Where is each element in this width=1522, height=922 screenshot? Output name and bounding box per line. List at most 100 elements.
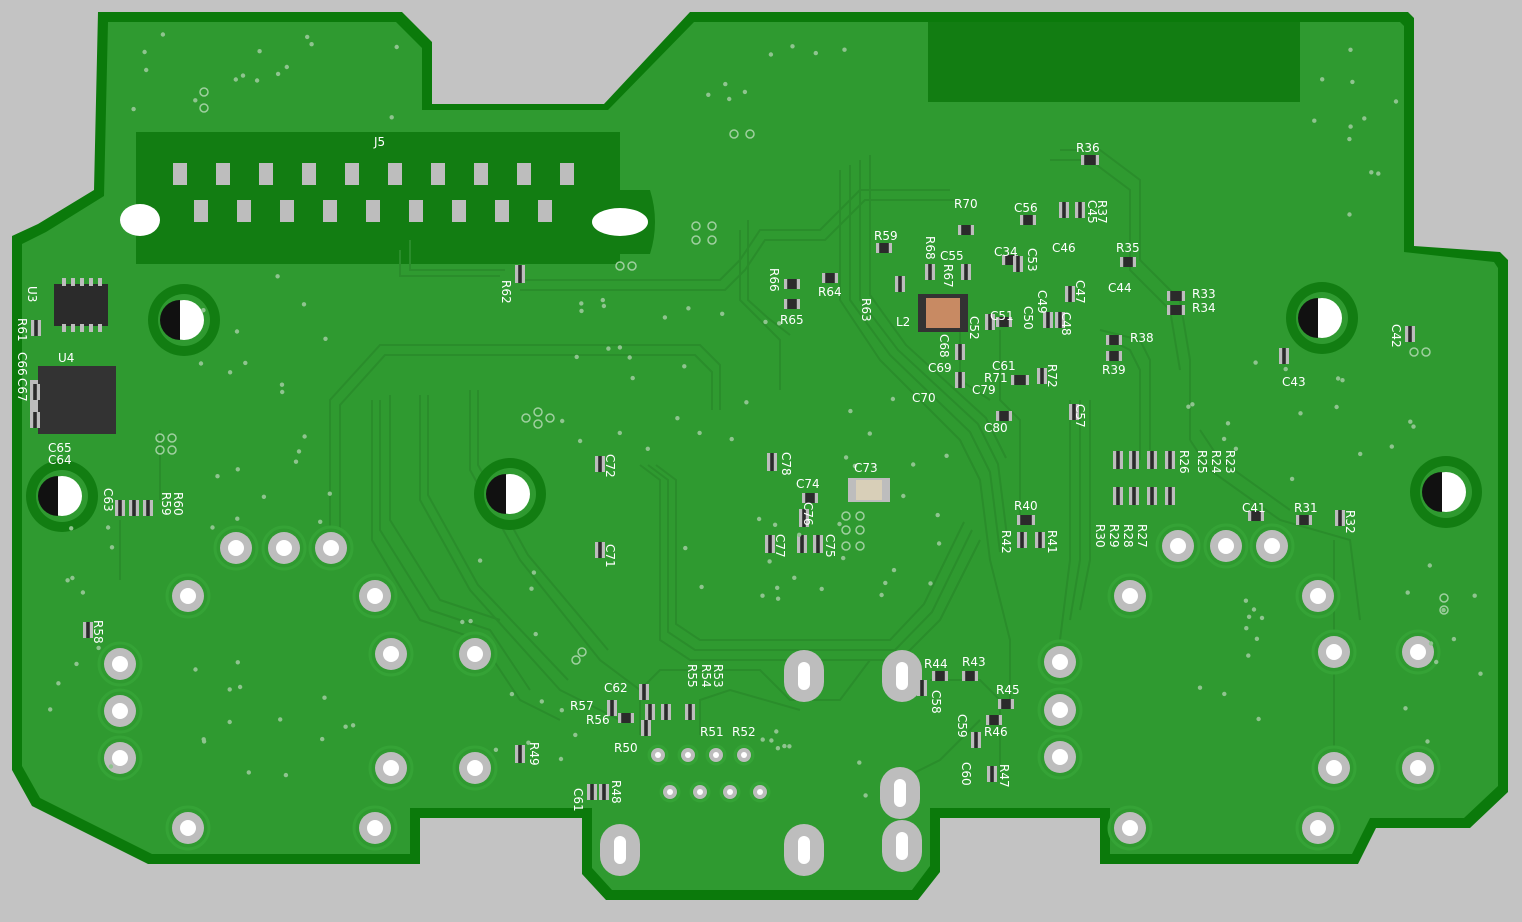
trace-18	[1060, 149, 1191, 440]
smd-16-pad-a	[1020, 215, 1024, 225]
silk-label-R72: R72	[1045, 364, 1059, 388]
via-155	[1251, 607, 1257, 612]
smd-46-pad-b	[1153, 487, 1157, 505]
via-12	[144, 67, 149, 73]
smd-77-pad-b	[593, 784, 597, 800]
smd-21-pad-a	[1081, 155, 1085, 165]
smd-49-body	[1296, 515, 1312, 525]
smd-37-pad-b	[1118, 351, 1122, 361]
smd-14-pad-b	[967, 264, 971, 280]
via-124	[96, 645, 101, 651]
smd-20-pad-a	[1075, 202, 1079, 218]
smd-44-body	[1113, 487, 1123, 505]
via-70	[675, 416, 680, 421]
via-145	[848, 408, 853, 414]
smd-31-body	[955, 372, 965, 388]
silk-label-R42: R42	[999, 530, 1013, 554]
via-29	[1369, 170, 1374, 175]
via-11	[389, 115, 394, 120]
smd-55-pad-a	[595, 542, 599, 558]
pad-hole-3	[180, 588, 196, 604]
j5-pin-bottom-3	[323, 200, 337, 222]
via-184	[774, 729, 779, 734]
silk-label-C59: C59	[955, 714, 969, 738]
smd-51-pad-a	[1017, 515, 1021, 525]
via-138	[350, 723, 356, 728]
silk-label-R67: R67	[941, 264, 955, 288]
copper-pour	[928, 22, 1300, 102]
via-0	[254, 78, 260, 83]
silk-label-R52: R52	[732, 725, 756, 739]
trace-7	[469, 390, 641, 691]
silk-label-R54: R54	[699, 664, 713, 688]
smd-26-body	[1043, 312, 1053, 328]
u3-pin-b4	[98, 324, 102, 332]
silk-label-R61: R61	[15, 318, 29, 342]
smd-36-body	[1106, 335, 1122, 345]
pad-hole-12	[180, 820, 196, 836]
smd-71-pad-a	[661, 704, 665, 720]
silk-label-C70: C70	[912, 391, 936, 405]
smd-47-pad-a	[1165, 487, 1169, 505]
via-97	[1289, 476, 1295, 482]
smd-56-pad-b	[773, 453, 777, 471]
via-146	[883, 580, 888, 586]
pad-layer	[97, 163, 1441, 876]
j5-pin-bottom-2	[280, 200, 294, 222]
via-152	[843, 455, 849, 460]
via-156	[1244, 626, 1249, 631]
via-56	[601, 303, 607, 309]
smd-56-pad-a	[767, 453, 771, 471]
pad-hole-6	[467, 646, 483, 662]
smd-23-pad-a	[1167, 291, 1171, 301]
smd-48-body	[1248, 511, 1264, 521]
smd-29-pad-b	[991, 314, 995, 330]
smd-67-body	[971, 732, 981, 748]
via-121	[105, 525, 111, 530]
silk-label-C61a: C61	[992, 359, 1016, 373]
smd-36-pad-a	[1106, 335, 1110, 345]
silk-label-C63: C63	[101, 488, 115, 512]
smd-61-pad-b	[819, 535, 823, 553]
via-165	[468, 618, 473, 624]
silk-label-C68: C68	[937, 334, 951, 358]
smd-76-pad-b	[521, 745, 525, 763]
pad-hole-25	[1410, 760, 1426, 776]
via-159	[1254, 636, 1260, 641]
smd-69-pad-b	[645, 684, 649, 700]
smd-3-pad-b	[135, 500, 139, 516]
via-143	[901, 493, 906, 499]
via-36	[235, 467, 240, 472]
via-142	[936, 541, 942, 546]
silk-label-C77: C77	[773, 534, 787, 558]
smd-10-pad-a	[822, 273, 826, 283]
via-8	[309, 42, 314, 47]
smd-54-pad-a	[595, 456, 599, 472]
smd-10-body	[822, 273, 838, 283]
via-large-213	[1421, 347, 1431, 357]
smd-70-pad-a	[645, 704, 649, 720]
smd-6-pad-a	[83, 622, 87, 638]
hole-layer	[26, 204, 1482, 532]
via-135	[320, 736, 325, 742]
silk-label-C41: C41	[1242, 501, 1266, 515]
smd-2-body	[30, 412, 40, 428]
smd-49-pad-a	[1296, 515, 1300, 525]
l2-core	[926, 298, 960, 328]
smd-18-pad-b	[1019, 256, 1023, 272]
silk-label-C69: C69	[928, 361, 952, 375]
via-86	[767, 559, 772, 564]
smd-43-pad-b	[1171, 451, 1175, 469]
smd-3-pad-a	[129, 500, 133, 516]
silk-label-R68: R68	[923, 236, 937, 260]
smd-30-pad-b	[961, 344, 965, 360]
via-111	[1405, 590, 1410, 595]
via-123	[65, 578, 70, 583]
smd-71-pad-b	[667, 704, 671, 720]
u3-pin-t1	[71, 278, 75, 286]
smd-45-pad-a	[1129, 487, 1133, 505]
smd-45-pad-b	[1135, 487, 1139, 505]
via-96	[1190, 402, 1195, 407]
via-110	[1478, 671, 1483, 676]
via-151	[867, 431, 872, 436]
